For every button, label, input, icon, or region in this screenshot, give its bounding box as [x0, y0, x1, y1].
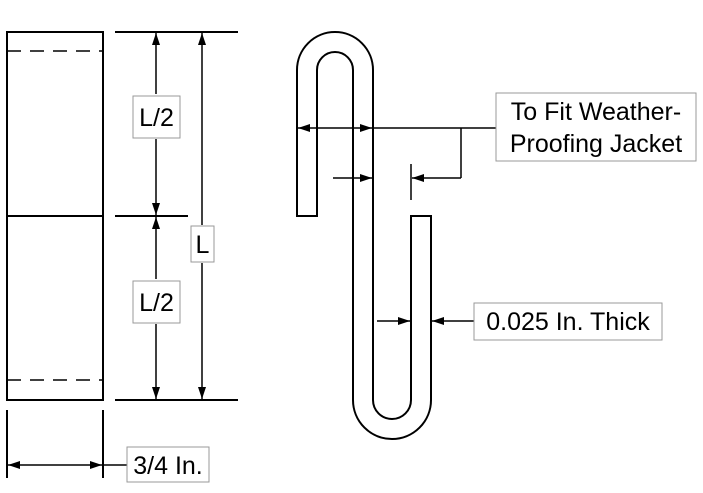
dim-label-width: 3/4 In. — [133, 452, 203, 480]
dim-label-length: L — [196, 231, 210, 259]
dim-half-top: L/2 — [132, 33, 181, 215]
extension-lines — [6, 31, 238, 478]
callout-label-line2: Proofing Jacket — [510, 130, 682, 158]
label-box — [190, 225, 215, 263]
callout-label-line1: To Fit Weather- — [511, 98, 681, 126]
label-box — [132, 95, 181, 139]
label-box — [132, 280, 181, 324]
dim-label-half-bottom: L/2 — [139, 289, 174, 317]
callout-thickness: 0.025 In. Thick — [377, 302, 663, 341]
label-box — [126, 446, 210, 483]
thickness-label: 0.025 In. Thick — [486, 308, 650, 336]
dim-label-half-top: L/2 — [139, 104, 174, 132]
clip-outline — [296, 31, 432, 440]
band-strip — [6, 31, 104, 401]
callout-fit-jacket: To Fit Weather- Proofing Jacket — [298, 92, 697, 200]
clip-profile — [296, 31, 432, 440]
dim-length: L — [190, 33, 215, 399]
dim-width: 3/4 In. — [8, 446, 210, 483]
dim-half-bottom: L/2 — [132, 217, 181, 399]
label-box — [495, 92, 697, 162]
label-box — [473, 302, 663, 341]
